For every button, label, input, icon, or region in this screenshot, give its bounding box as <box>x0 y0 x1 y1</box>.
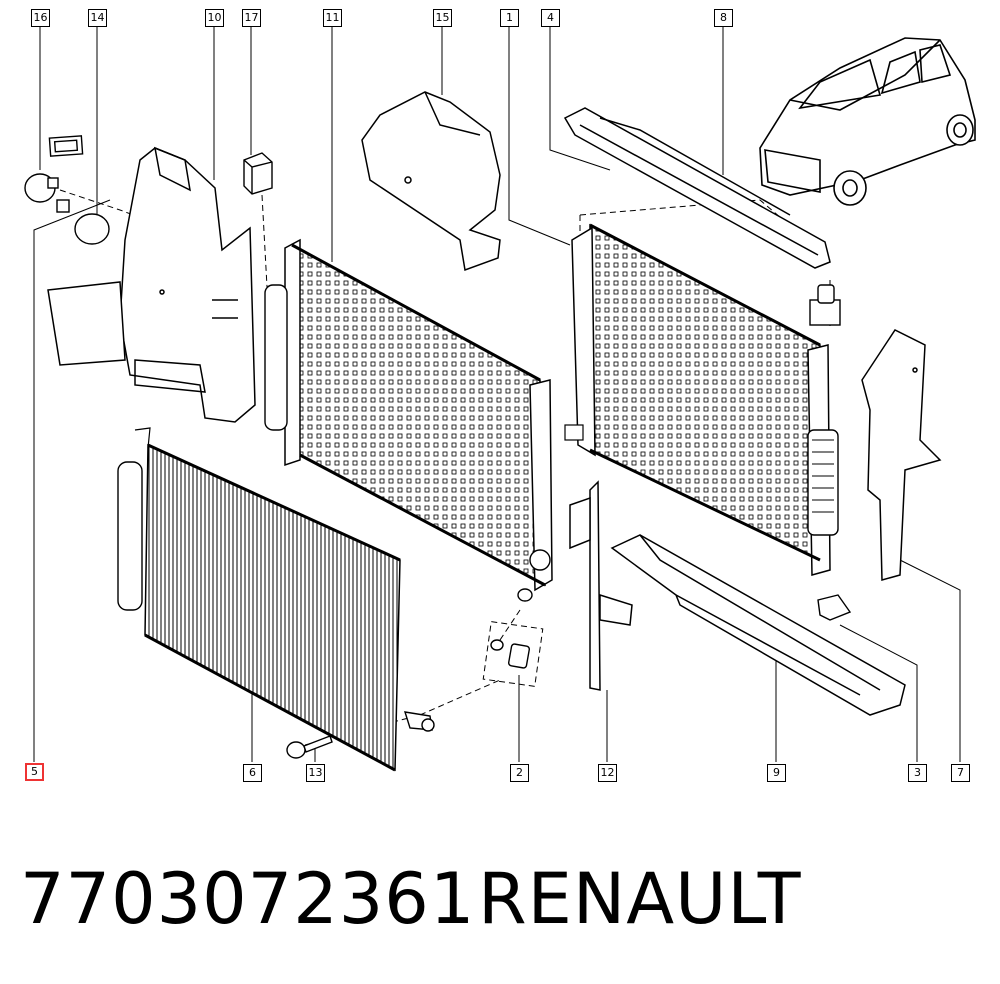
bolt-13 <box>286 711 435 759</box>
callout-14[interactable]: 14 <box>88 9 107 27</box>
callout-1[interactable]: 1 <box>500 9 519 27</box>
pad-17 <box>243 152 273 195</box>
callout-16[interactable]: 16 <box>31 9 50 27</box>
drain-plug-2 <box>490 588 533 669</box>
crossmember-9 <box>610 534 906 716</box>
car-thumbnail <box>759 37 976 206</box>
crossmember-4 <box>563 107 831 269</box>
callout-2[interactable]: 2 <box>510 764 529 782</box>
clip-16 <box>24 135 84 213</box>
leader-lines <box>33 27 961 762</box>
condenser-6 <box>117 427 401 772</box>
callout-7[interactable]: 7 <box>951 764 970 782</box>
bracket-12 <box>569 480 633 691</box>
air-duct-10 <box>47 146 256 423</box>
callout-12[interactable]: 12 <box>598 764 617 782</box>
mount-8 <box>809 284 852 621</box>
callout-8[interactable]: 8 <box>714 9 733 27</box>
callout-11[interactable]: 11 <box>323 9 342 27</box>
bracket-7 <box>861 329 942 581</box>
callout-5[interactable]: 5 <box>25 763 44 781</box>
radiator-11 <box>264 238 553 592</box>
plug-14 <box>74 213 110 245</box>
callout-17[interactable]: 17 <box>242 9 261 27</box>
cover-15 <box>361 91 501 272</box>
callout-4[interactable]: 4 <box>541 9 560 27</box>
callout-6[interactable]: 6 <box>243 764 262 782</box>
callout-15[interactable]: 15 <box>433 9 452 27</box>
brand-name: RENAULT <box>478 858 802 940</box>
radiator-1 <box>564 223 839 576</box>
callout-13[interactable]: 13 <box>306 764 325 782</box>
callout-9[interactable]: 9 <box>767 764 786 782</box>
exploded-parts-diagram <box>24 27 976 772</box>
callout-3[interactable]: 3 <box>908 764 927 782</box>
part-number: 7703072361 <box>20 858 476 940</box>
callout-10[interactable]: 10 <box>205 9 224 27</box>
